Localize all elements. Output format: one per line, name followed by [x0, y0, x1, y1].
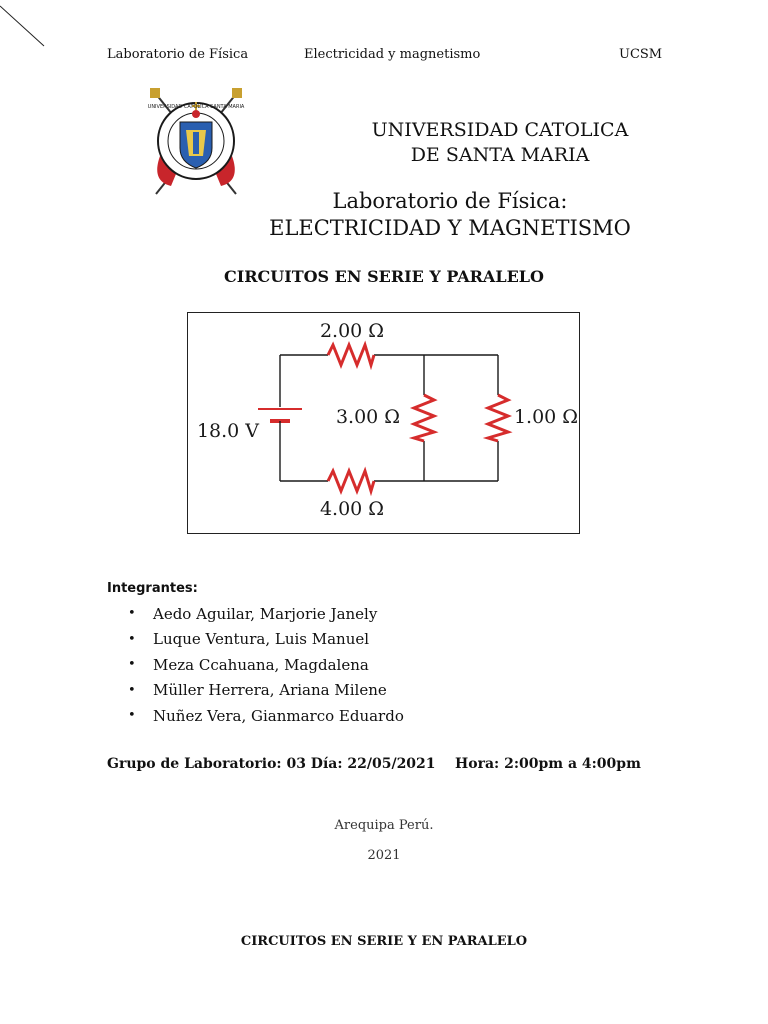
header-left: Laboratorio de Física [107, 47, 249, 62]
bullet-icon: • [128, 682, 136, 698]
circuit-diagram-svg: 2.00 Ω 4.00 Ω 3.00 Ω 1.00 Ω 18.0 V [197, 320, 578, 520]
circuit-wires [279, 354, 499, 482]
location: Arequipa Perú. [334, 818, 434, 833]
battery-symbol [258, 408, 302, 435]
members-list: • Aedo Aguilar, Marjorie Janely • Luque Ven… [128, 601, 404, 729]
member-name: Müller Herrera, Ariana Milene [153, 681, 387, 700]
bullet-icon: • [128, 606, 136, 622]
list-item: • Meza Ccahuana, Magdalena [128, 652, 404, 678]
list-item: • Aedo Aguilar, Marjorie Janely [128, 601, 404, 627]
label-r-top: 2.00 Ω [320, 320, 384, 342]
lab-title-line1: Laboratorio de Física: [332, 189, 568, 213]
member-name: Aedo Aguilar, Marjorie Janely [153, 604, 378, 623]
resistor-middle [408, 393, 439, 443]
bullet-icon: • [128, 657, 136, 673]
lab-title: Laboratorio de Física: ELECTRICIDAD Y MA… [250, 188, 650, 242]
label-r-right: 1.00 Ω [514, 406, 578, 428]
university-name-line1: UNIVERSIDAD CATOLICA [371, 119, 629, 141]
member-name: Meza Ccahuana, Magdalena [153, 655, 369, 674]
list-item: • Müller Herrera, Ariana Milene [128, 678, 404, 704]
page-corner-line [0, 5, 45, 47]
member-name: Luque Ventura, Luis Manuel [153, 630, 370, 649]
member-name: Nuñez Vera, Gianmarco Eduardo [153, 706, 404, 725]
resistor-top [326, 340, 376, 371]
resistor-bottom [326, 466, 376, 497]
group-info: Grupo de Laboratorio: 03 Día: 22/05/2021… [107, 756, 641, 772]
year: 2021 [367, 848, 401, 863]
document-title: CIRCUITOS EN SERIE Y PARALELO [224, 267, 544, 286]
resistor-right [482, 393, 513, 443]
header-center: Electricidad y magnetismo [304, 47, 481, 62]
university-name: UNIVERSIDAD CATOLICA DE SANTA MARIA [300, 118, 700, 168]
bullet-icon: • [128, 708, 136, 724]
members-label: Integrantes: [107, 581, 198, 596]
seal-lettering: UNIVERSIDAD CATOLICA SANTA MARIA [148, 104, 245, 110]
university-seal-logo: UNIVERSIDAD CATOLICA SANTA MARIA [148, 88, 245, 195]
bullet-icon: • [128, 631, 136, 647]
label-battery: 18.0 V [197, 420, 259, 442]
label-r-bottom: 4.00 Ω [320, 498, 384, 520]
list-item: • Luque Ventura, Luis Manuel [128, 627, 404, 653]
label-r-middle: 3.00 Ω [336, 406, 400, 428]
header-right: UCSM [619, 47, 663, 62]
circuit-diagram: 2.00 Ω 4.00 Ω 3.00 Ω 1.00 Ω 18.0 V [187, 312, 580, 534]
footer-title: CIRCUITOS EN SERIE Y EN PARALELO [240, 934, 528, 949]
university-name-line2: DE SANTA MARIA [410, 144, 590, 166]
list-item: • Nuñez Vera, Gianmarco Eduardo [128, 703, 404, 729]
lab-title-line2: ELECTRICIDAD Y MAGNETISMO [269, 216, 631, 240]
